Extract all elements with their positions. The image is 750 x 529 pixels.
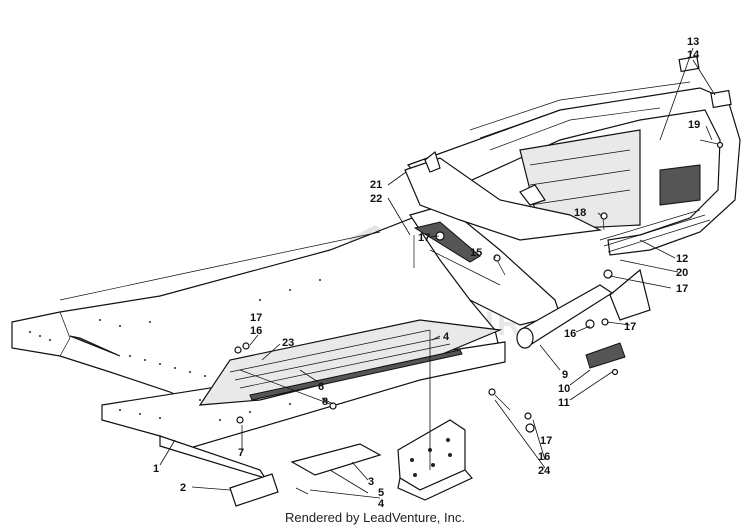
- pad-14: [710, 89, 732, 109]
- callout-15: 15: [470, 247, 482, 259]
- callout-10: 10: [558, 383, 570, 395]
- callout-14: 14: [687, 49, 700, 61]
- callout-17d: 17: [624, 321, 636, 333]
- callout-17b: 17: [418, 232, 430, 244]
- callout-24: 24: [538, 465, 551, 477]
- bracket: [397, 419, 473, 501]
- callout-17c: 17: [676, 283, 688, 295]
- side-channel: [198, 319, 503, 406]
- cover-plate: [290, 443, 382, 476]
- callout-2: 2: [180, 482, 186, 494]
- callout-6: 6: [318, 381, 324, 393]
- callout-23: 23: [282, 337, 294, 349]
- reflector-plate: [229, 473, 279, 507]
- callout-20: 20: [676, 267, 688, 279]
- callout-19: 19: [688, 119, 700, 131]
- callout-18: 18: [574, 207, 586, 219]
- callout-16b: 16: [564, 328, 576, 340]
- callout-4a: 4: [443, 331, 450, 343]
- callout-13: 13: [687, 36, 699, 48]
- rear-rack: [404, 81, 741, 256]
- footer-credit: Rendered by LeadVenture, Inc.: [285, 510, 465, 525]
- callout-5: 5: [378, 487, 384, 499]
- callout-7: 7: [238, 447, 244, 459]
- callout-16a: 16: [250, 325, 262, 337]
- leader-lines: [159, 47, 716, 499]
- callout-9: 9: [562, 369, 568, 381]
- callout-4b: 4: [378, 498, 385, 510]
- callout-17e: 17: [540, 435, 552, 447]
- callout-labels: 1 2 3 4 4 5 6 7 8 9 10 11 12 13 14 15 16…: [153, 36, 700, 510]
- pad-13: [678, 55, 700, 73]
- reflector: [585, 342, 626, 369]
- callout-12: 12: [676, 253, 688, 265]
- callout-17a: 17: [250, 312, 262, 324]
- callout-11: 11: [558, 397, 570, 409]
- callout-1: 1: [153, 463, 159, 475]
- hardware: [234, 55, 732, 495]
- callout-16c: 16: [538, 451, 550, 463]
- tube: [516, 268, 651, 349]
- callout-21: 21: [370, 179, 382, 191]
- callout-22: 22: [370, 193, 382, 205]
- callout-3: 3: [368, 476, 374, 488]
- callout-8: 8: [322, 396, 328, 408]
